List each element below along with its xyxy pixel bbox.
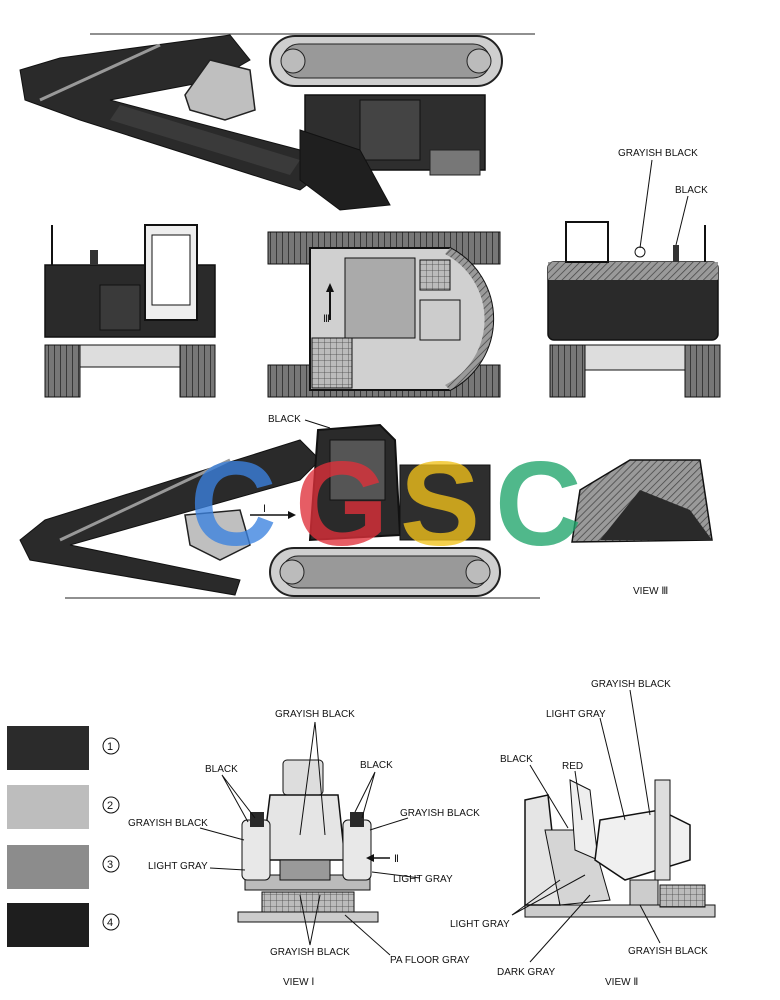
v1-label-light-gray-right: LIGHT GRAY (393, 874, 453, 885)
excavator-side-view-top (19, 33, 535, 211)
v1-label-black-right: BLACK (360, 760, 393, 771)
color-legend: 1 2 3 4 (7, 726, 120, 947)
v1-label-grayish-black-bottom: GRAYISH BLACK (270, 947, 350, 958)
watermark-letter-4: C (495, 437, 582, 571)
v1-label-grayish-black-right: GRAYISH BLACK (400, 808, 480, 819)
label-black-rear: BLACK (675, 185, 708, 196)
legend-number-2: 2 (107, 800, 113, 812)
arrow-i-label: Ⅰ (263, 504, 266, 515)
legend-number-1: 1 (107, 741, 113, 753)
v1-label-pa-floor-gray: PA FLOOR GRAY (390, 955, 470, 966)
v1-label-light-gray-left: LIGHT GRAY (148, 861, 208, 872)
v2-label-grayish-black-top: GRAYISH BLACK (591, 679, 671, 690)
view-ii-title: VIEW Ⅱ (605, 977, 638, 988)
v1-label-grayish-black-top: GRAYISH BLACK (275, 709, 355, 720)
view-i-title: VIEW Ⅰ (283, 977, 314, 988)
v1-label-grayish-black-left: GRAYISH BLACK (128, 818, 208, 829)
view-iii-detail: VIEW Ⅲ (571, 459, 713, 597)
legend-swatch-3 (7, 845, 89, 889)
excavator-plan-view: Ⅲ (267, 231, 501, 398)
label-black-cab: BLACK (268, 414, 301, 425)
legend-swatch-4 (7, 903, 89, 947)
v1-arrow-ii-label: Ⅱ (394, 854, 399, 865)
watermark-letter-3: S (400, 437, 480, 571)
legend-swatch-2 (7, 785, 89, 829)
label-grayish-black-rear: GRAYISH BLACK (618, 148, 698, 159)
watermark: C G S C (190, 437, 582, 571)
legend-swatch-1 (7, 726, 89, 770)
watermark-letter-2: G (295, 437, 388, 571)
v2-label-grayish-black-bottom: GRAYISH BLACK (628, 946, 708, 957)
view-ii-seat-side: GRAYISH BLACK LIGHT GRAY BLACK RED LIGHT… (450, 679, 716, 988)
excavator-rear-view: GRAYISH BLACK BLACK (547, 148, 721, 398)
v2-label-light-gray-top: LIGHT GRAY (546, 709, 606, 720)
view-iii-title: VIEW Ⅲ (633, 586, 668, 597)
v2-label-light-gray-bottom: LIGHT GRAY (450, 919, 510, 930)
arrow-iii-label: Ⅲ (323, 314, 330, 325)
view-i-seat-front: GRAYISH BLACK BLACK BLACK GRAYISH BLACK … (128, 709, 480, 988)
v2-label-dark-gray: DARK GRAY (497, 967, 555, 978)
v2-label-red: RED (562, 761, 583, 772)
excavator-front-view (44, 224, 216, 398)
v1-label-black-left: BLACK (205, 764, 238, 775)
watermark-letter-1: C (190, 437, 277, 571)
v2-label-black: BLACK (500, 754, 533, 765)
excavator-side-view-bottom: Ⅰ BLACK (19, 414, 540, 599)
legend-number-4: 4 (107, 917, 113, 929)
legend-number-3: 3 (107, 859, 113, 871)
